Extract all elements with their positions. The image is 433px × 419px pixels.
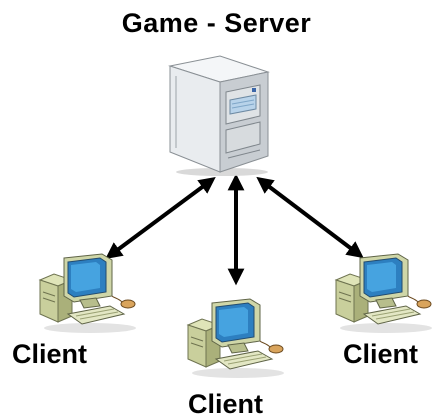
client-label-bottom: Client [188,389,264,419]
client-computer-bottom-icon [186,298,284,378]
client-computer-left-icon [38,253,136,333]
arrow-server-client-left [105,176,216,260]
client-label-right: Client [343,339,419,369]
arrow-server-client-right [256,176,364,259]
client-label-left: Client [12,339,88,369]
client-computer-right-icon [334,253,432,333]
diagram-title: Game - Server [121,8,312,38]
server-tower-icon [168,55,270,176]
